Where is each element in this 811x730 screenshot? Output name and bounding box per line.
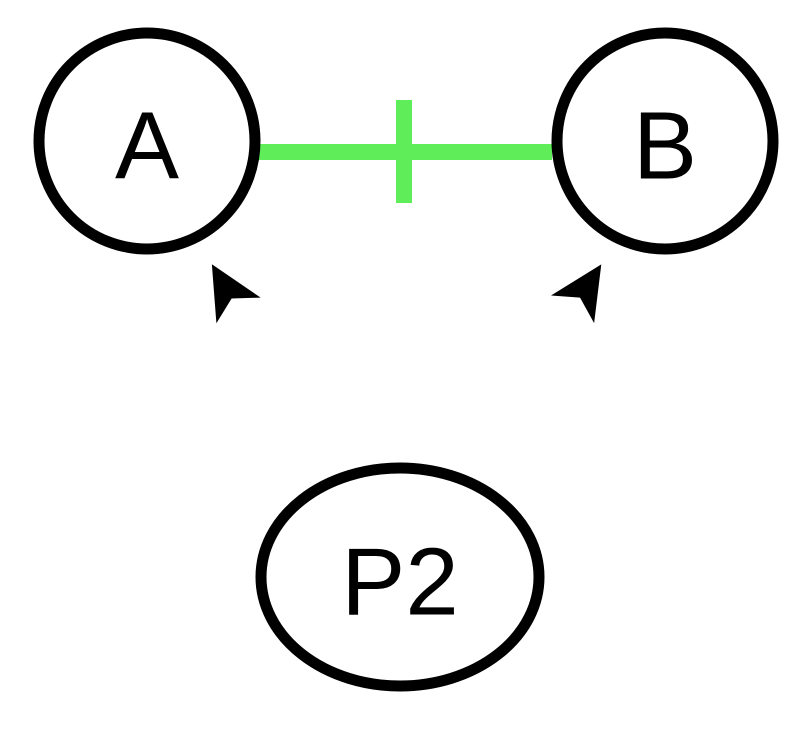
node-a-circle xyxy=(33,27,261,255)
node-p2[interactable]: P2 xyxy=(255,462,545,692)
node-b-circle xyxy=(551,27,779,255)
node-p2-ellipse xyxy=(255,462,545,692)
node-b[interactable]: B xyxy=(551,27,779,255)
blocked-edge-a-b[interactable] xyxy=(258,100,552,203)
directed-edge-p2-a[interactable] xyxy=(211,264,336,479)
node-b-label: B xyxy=(633,93,697,200)
node-a-label: A xyxy=(115,93,179,200)
node-p2-label: P2 xyxy=(341,529,458,636)
node-a[interactable]: A xyxy=(33,27,261,255)
edge-p2-a-line xyxy=(211,264,261,324)
directed-edge-p2-b[interactable] xyxy=(464,264,602,479)
edge-p2-b-line xyxy=(551,264,602,324)
